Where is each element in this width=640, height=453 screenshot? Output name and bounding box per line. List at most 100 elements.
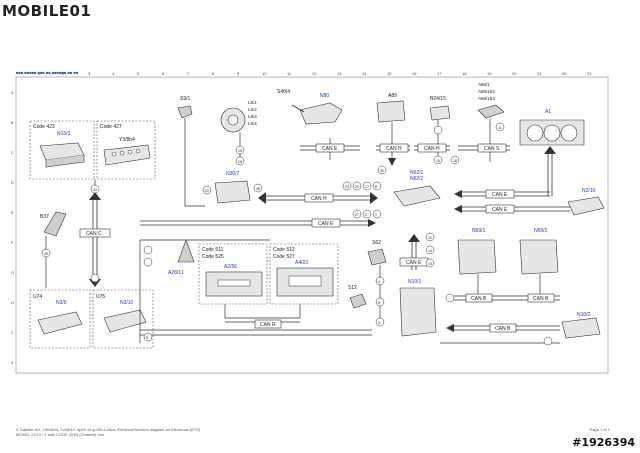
- u74-label: U74: [33, 294, 42, 300]
- can-e-right1-label: CAN E: [492, 192, 508, 198]
- n2-10-label: N2/10: [582, 188, 596, 194]
- can-s-bus: CAN S: [458, 143, 510, 153]
- pin-28: 28: [256, 187, 260, 191]
- n69-1-module: [457, 239, 497, 275]
- code512-label: Code 512: [273, 247, 295, 253]
- row-c: C: [11, 150, 14, 155]
- can-e-right-1: CAN E: [454, 189, 550, 199]
- grid-5: 5: [137, 71, 140, 76]
- a1-gauge-left: [526, 124, 544, 142]
- code423-label: Code 423: [33, 124, 55, 130]
- pin-13: 13: [428, 262, 432, 266]
- row-b: B: [11, 120, 14, 125]
- pin-11: 11: [498, 126, 502, 130]
- pin-18: 18: [453, 159, 457, 163]
- y3-8n4-valve: [103, 144, 151, 166]
- footer-line1: © Daimler AG, 19/08/14, G/08/12, ap00.19…: [16, 427, 201, 432]
- s40-4-switch: [291, 104, 305, 113]
- s62-label: S62: [372, 240, 381, 246]
- b37-label: B37: [40, 214, 49, 220]
- a86-1-sensor: [477, 104, 505, 119]
- n80-steering-column: [299, 102, 343, 125]
- can-h-bus-main: CAN H: [258, 192, 378, 204]
- row-h: H: [11, 300, 14, 305]
- n10-2-module: [561, 317, 601, 339]
- pin-21: 21: [355, 185, 359, 189]
- n30-7-module: [214, 180, 251, 204]
- grid-2: 2: [62, 71, 65, 76]
- s40-4-label: S40/4: [277, 89, 290, 95]
- row-e: E: [11, 210, 14, 215]
- footer-line2: MODEL 212.0 / 2 with CODE (205) (Chassis…: [16, 432, 104, 437]
- n3-9-ecu: [37, 311, 83, 335]
- pin-27: 27: [355, 213, 359, 217]
- pin-6-circle: [143, 257, 153, 267]
- grid-numbers: 1 2 3 4 5 6 7 8 9 10 11 12 13 14 15 16 1…: [38, 71, 592, 76]
- pin-4: 4: [378, 280, 380, 284]
- can-e-middle: CAN E: [140, 218, 376, 228]
- pin-15: 15: [238, 149, 242, 153]
- row-j: J: [11, 330, 13, 335]
- a1-gauge-right: [560, 124, 578, 142]
- can-b-lower: CAN B: [446, 323, 560, 333]
- n69-2-label: N69/2: [534, 228, 548, 234]
- l6-1: L6/1: [248, 100, 257, 105]
- can-b-upper-right-label: CAN B: [533, 296, 549, 302]
- a28-11-antenna: [177, 239, 195, 263]
- watermark: #1926394: [572, 436, 635, 449]
- a89-label: A89: [388, 93, 397, 99]
- a2-56-label: A2/56: [224, 264, 237, 270]
- can-e-right-2: CAN E: [454, 204, 570, 214]
- row-g: G: [11, 270, 14, 275]
- a86-1b2: A86/1b2: [478, 89, 495, 94]
- n2-10-module: [567, 196, 605, 216]
- can-b-upper: CAN B CAN B: [450, 274, 560, 303]
- row-a: A: [11, 90, 14, 95]
- u75-label: U75: [96, 294, 105, 300]
- n69-1-label: N69/1: [472, 228, 486, 234]
- s62-switch: [367, 248, 387, 266]
- pin-9: 9: [378, 321, 380, 325]
- pin-7-circle: [90, 273, 100, 283]
- u75-box: [92, 289, 154, 349]
- grid-6: 6: [162, 71, 165, 76]
- can-e-right2-label: CAN E: [492, 207, 508, 213]
- can-e-top-label: CAN E: [322, 146, 338, 152]
- pin-14: 14: [428, 249, 432, 253]
- grid-1: 1: [38, 71, 41, 76]
- n15-3-module-side: [45, 155, 85, 168]
- grid-7: 7: [187, 71, 190, 76]
- can-c-label: CAN C: [86, 231, 102, 237]
- n10-1-label: N10/1: [408, 279, 422, 285]
- diagram-title: ■■■ ■■■■■ ■■■ ■■ ■■■■■■ ■■ ■■: [16, 70, 79, 75]
- code512-box: [269, 243, 339, 305]
- pin-5: 5: [146, 336, 148, 340]
- s12-switch: [349, 293, 367, 309]
- a1-label: A1: [545, 109, 551, 115]
- pin-24: 24: [93, 188, 97, 192]
- grid-15: 15: [387, 71, 392, 76]
- n69-2-module: [519, 239, 559, 275]
- n10-1-sam: [399, 287, 437, 337]
- grid-8: 8: [212, 71, 215, 76]
- grid-16: 16: [412, 71, 417, 76]
- l6-3: L6/3: [248, 114, 257, 119]
- pin-22: 22: [205, 189, 209, 193]
- l6-4: L6/4: [248, 121, 257, 126]
- b24-15-sensor: [429, 105, 451, 121]
- can-h-main-label: CAN H: [311, 196, 327, 202]
- n15-3-label: N15/3: [57, 131, 71, 137]
- n80-label: N80: [320, 93, 329, 99]
- n3-10-ecu: [103, 309, 147, 333]
- n3-9-label: N3/9: [56, 300, 67, 306]
- grid-3: 3: [88, 71, 91, 76]
- a28-11-label: A28/11: [168, 270, 184, 276]
- can-r-bus: CAN R: [224, 304, 301, 329]
- can-c-bus: CAN C: [79, 192, 111, 287]
- can-b-upper-left-label: CAN B: [471, 296, 487, 302]
- s9-1-switch: [177, 105, 193, 119]
- row-k: K: [11, 360, 14, 365]
- a40-3-label: A40/3: [295, 260, 308, 266]
- can-r-label: CAN R: [260, 322, 276, 328]
